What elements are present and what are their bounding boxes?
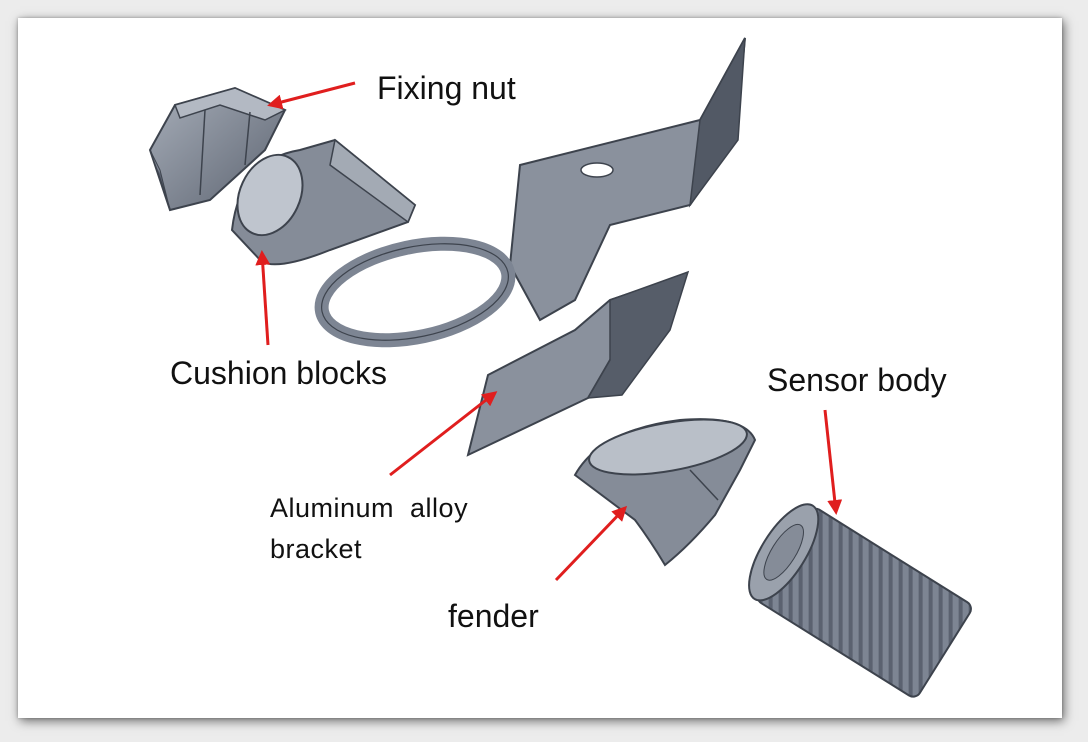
- cushion-block-part: [230, 138, 417, 266]
- label-aluminum-alloy-bracket: Aluminum alloy bracket: [270, 488, 468, 570]
- label-aluminum-alloy-line-2: bracket: [270, 534, 363, 564]
- arrow-aluminum-bracket: [389, 391, 498, 477]
- arrow-fender: [554, 505, 628, 582]
- arrow-cushion-blocks: [255, 250, 271, 346]
- label-cushion-blocks: Cushion blocks: [170, 355, 387, 391]
- arrow-sensor-body: [823, 409, 843, 515]
- aluminum-bracket-part: [314, 37, 746, 457]
- label-sensor-body: Sensor body: [767, 362, 947, 398]
- label-fixing-nut: Fixing nut: [377, 70, 516, 106]
- label-fender: fender: [448, 598, 539, 634]
- label-aluminum-alloy-line-1: Aluminum alloy: [270, 493, 469, 523]
- arrow-fixing-nut: [267, 81, 356, 110]
- fixing-nut-part: [148, 86, 287, 212]
- fender-part: [573, 418, 757, 567]
- sensor-body-part: [748, 503, 972, 698]
